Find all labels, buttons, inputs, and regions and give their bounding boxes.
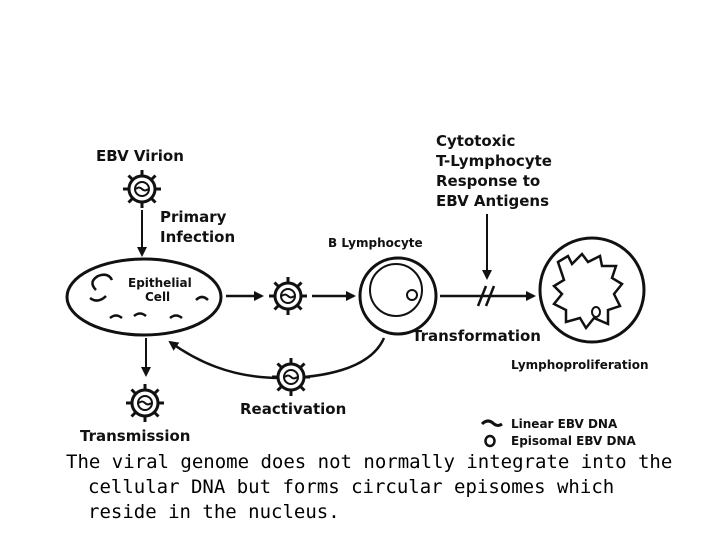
b-lymphocyte-shape (358, 256, 438, 336)
legend-episomal-label: Episomal EBV DNA (511, 434, 637, 448)
released-virion-icon (267, 275, 309, 317)
b-lymphocyte-episome (406, 289, 418, 301)
primary-infection-label-2: Infection (160, 228, 235, 246)
transmission-label: Transmission (80, 427, 190, 445)
ctl-label-1: Cytotoxic (436, 132, 515, 150)
transmission-virion-icon (124, 382, 166, 424)
lymphoproliferation-label: Lymphoproliferation (511, 358, 649, 372)
reactivation-label: Reactivation (240, 400, 346, 418)
epithelial-cell-label-1: Epithelial (128, 276, 192, 290)
virion-label: EBV Virion (96, 147, 184, 165)
virion-icon (121, 168, 163, 210)
b-lymphocyte-label: B Lymphocyte (328, 236, 423, 250)
ebv-lifecycle-diagram: EBV Virion Primary Infection Epithelial … (65, 132, 649, 448)
primary-infection-label-1: Primary (160, 208, 227, 226)
caption-line-3: reside in the nucleus. (88, 501, 340, 523)
legend-linear-label: Linear EBV DNA (511, 417, 618, 431)
transformed-cell-episome (591, 306, 601, 318)
transformed-cell-nucleus (551, 252, 624, 331)
epithelial-cell-label-2: Cell (145, 290, 170, 304)
caption-line-1: The viral genome does not normally integ… (66, 451, 673, 473)
linear-dna-legend-icon (480, 419, 503, 427)
episomal-dna-legend-icon (484, 434, 496, 448)
ctl-label-3: Response to (436, 172, 540, 190)
b-lymphocyte-nucleus (369, 263, 423, 317)
transformed-cell-shape (538, 236, 646, 344)
epithelial-cell-shape (65, 257, 223, 337)
caption-line-2: cellular DNA but forms circular episomes… (88, 476, 615, 498)
ctl-label-2: T-Lymphocyte (436, 152, 552, 170)
epithelial-viral-dna (89, 273, 209, 320)
reactivation-virion-icon (270, 356, 312, 398)
block-mark-2 (484, 285, 496, 307)
caption: The viral genome does not normally integ… (66, 450, 706, 525)
reactivation-arrow (168, 337, 386, 380)
ctl-label-4: EBV Antigens (436, 192, 549, 210)
block-mark-1 (476, 285, 488, 307)
transformation-label: Transformation (412, 327, 541, 345)
